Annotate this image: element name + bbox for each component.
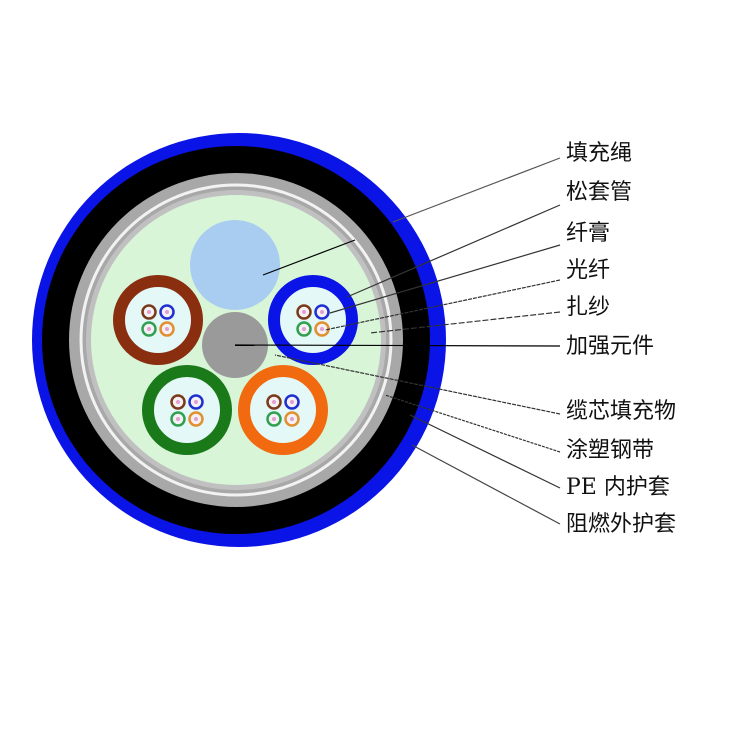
fiber-core (302, 327, 306, 331)
fiber-core (147, 327, 151, 331)
fiber-core (194, 400, 198, 404)
loose-tube (238, 365, 328, 455)
leader-line (384, 394, 561, 453)
leader-line (346, 204, 561, 298)
label-binder-yarn: 扎纱 (566, 295, 611, 320)
fiber-core (194, 417, 198, 421)
fiber-core (147, 310, 151, 314)
leader-line (274, 354, 561, 415)
label-outer-sheath: 阻燃外护套 (566, 512, 677, 537)
label-strength-member: 加强元件 (566, 334, 655, 359)
label-pe-inner-sheath: PE 内护套 (566, 475, 670, 500)
label-core-filler: 缆芯填充物 (566, 399, 677, 424)
leader-line (392, 157, 561, 223)
label-optical-fiber: 光纤 (566, 258, 611, 283)
fiber-core (272, 417, 276, 421)
leader-line (411, 444, 561, 525)
fiber-core (290, 400, 294, 404)
loose-tube (142, 365, 232, 455)
fiber-core (165, 327, 169, 331)
label-coated-steel-tape: 涂塑钢带 (566, 438, 655, 463)
fiber-core (272, 400, 276, 404)
fiber-core (320, 310, 324, 314)
fiber-core (290, 417, 294, 421)
label-loose-tube: 松套管 (566, 180, 633, 205)
leader-line (329, 244, 561, 314)
label-filler-rope: 填充绳 (566, 141, 633, 166)
fiber-core (176, 400, 180, 404)
fiber-core (302, 310, 306, 314)
fiber-core (165, 310, 169, 314)
loose-tube (113, 275, 203, 365)
leader-line (234, 344, 561, 347)
tape-highlight (79, 183, 393, 497)
fiber-core (176, 417, 180, 421)
loose-tube (268, 275, 358, 365)
leader-lines (234, 157, 561, 525)
leader-line (262, 239, 356, 276)
filler-rope (190, 220, 280, 310)
fiber-core (320, 327, 324, 331)
leader-line (409, 414, 561, 489)
leader-line (324, 279, 561, 331)
label-fiber-gel: 纤膏 (566, 221, 611, 246)
